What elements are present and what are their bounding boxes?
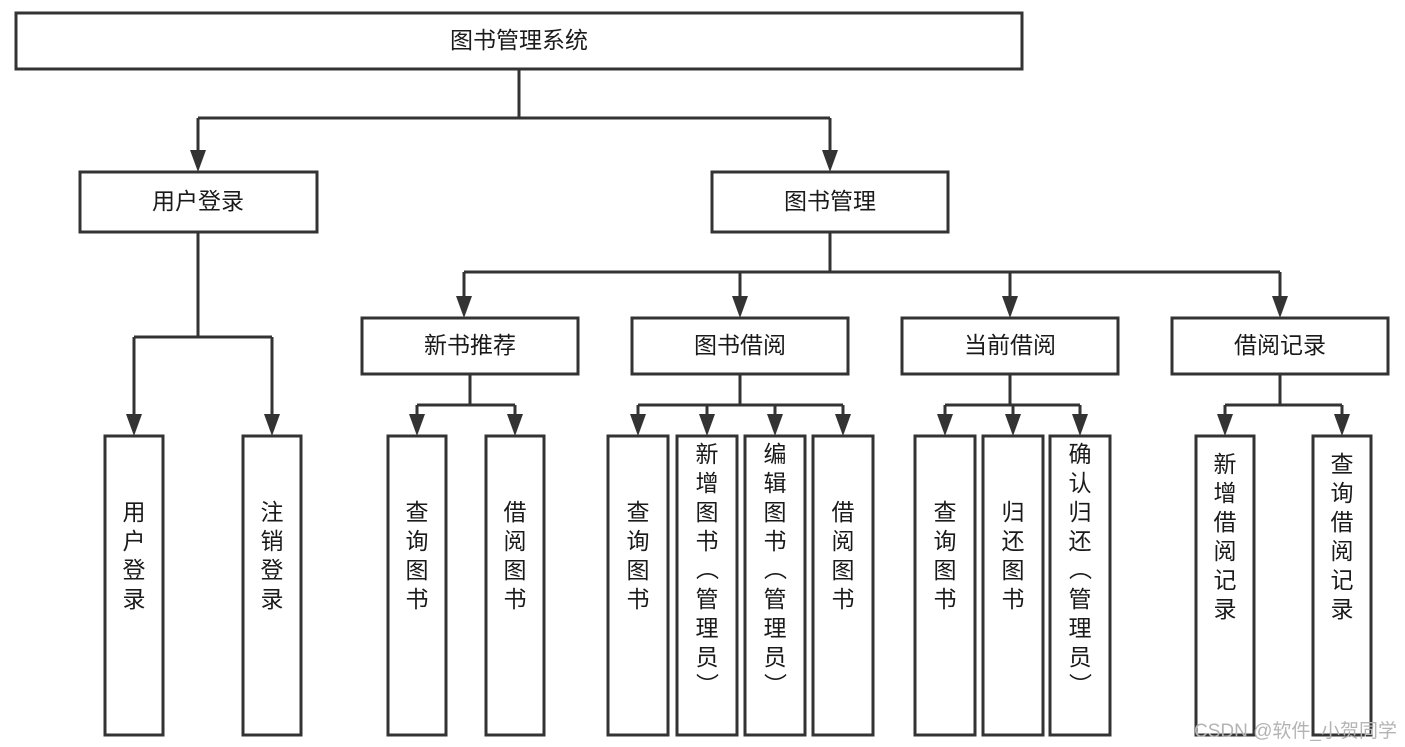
- node-leaf-search-borrow-record-box[interactable]: [1311, 434, 1373, 737]
- arrow-head-leaf-search-book-1: [409, 414, 425, 436]
- node-current-borrow[interactable]: 当前借阅: [900, 316, 1120, 376]
- node-user-login[interactable]: 用户登录: [78, 170, 319, 234]
- node-leaf-search-book-current[interactable]: 查询图书: [913, 434, 977, 737]
- node-leaf-search-book-borrow-box[interactable]: [606, 434, 670, 737]
- node-leaf-borrow-book-new[interactable]: 借阅图书: [484, 434, 546, 737]
- arrow-head-leaf-search-book-3: [937, 414, 953, 436]
- node-current-borrow-box[interactable]: [900, 316, 1120, 376]
- node-leaf-add-book-label: 新增图书（管理员）: [696, 441, 720, 699]
- node-new-book-recommend[interactable]: 新书推荐: [360, 316, 580, 376]
- node-leaf-borrow-book[interactable]: 借阅图书: [811, 434, 875, 737]
- arrow-head-current: [1002, 296, 1018, 318]
- node-book-borrow-label: 图书借阅: [694, 332, 786, 358]
- node-leaf-search-book-borrow-label: 查询图书: [627, 499, 650, 612]
- arrow-head-record: [1272, 296, 1288, 318]
- node-borrow-record[interactable]: 借阅记录: [1170, 316, 1390, 376]
- node-leaf-add-borrow-record-box[interactable]: [1194, 434, 1256, 737]
- node-borrow-record-box[interactable]: [1170, 316, 1390, 376]
- node-leaf-user-login-label: 用户登录: [123, 499, 146, 612]
- arrow-head-leaf-add-record: [1217, 414, 1233, 436]
- node-root[interactable]: 图书管理系统: [14, 11, 1024, 71]
- node-leaf-logout[interactable]: 注销登录: [241, 434, 303, 737]
- node-leaf-return-book[interactable]: 归还图书: [981, 434, 1045, 737]
- arrow-head-leaf-user-login: [126, 414, 142, 436]
- node-book-management-label: 图书管理: [784, 188, 876, 214]
- node-leaf-search-book-new-label: 查询图书: [406, 499, 429, 612]
- node-book-borrow[interactable]: 图书借阅: [630, 316, 850, 376]
- node-leaf-search-book-new-box[interactable]: [386, 434, 448, 737]
- node-leaf-user-login[interactable]: 用户登录: [103, 434, 165, 737]
- node-leaf-add-book[interactable]: 新增图书（管理员）: [675, 434, 739, 737]
- node-leaf-search-book-new[interactable]: 查询图书: [386, 434, 448, 737]
- node-user-login-box[interactable]: [78, 170, 319, 234]
- node-leaf-logout-box[interactable]: [241, 434, 303, 737]
- arrow-head-leaf-search-record: [1334, 414, 1350, 436]
- node-leaf-search-book-current-label: 查询图书: [934, 499, 957, 612]
- node-new-book-recommend-box[interactable]: [360, 316, 580, 376]
- node-layer: 图书管理系统 用户登录 图书管理 新书推荐 图书借阅 当前: [14, 11, 1390, 737]
- arrow-head-borrow: [732, 296, 748, 318]
- node-leaf-borrow-book-new-label: 借阅图书: [504, 499, 527, 612]
- node-leaf-add-borrow-record-label: 新增借阅记录: [1214, 451, 1237, 622]
- node-book-management-box[interactable]: [710, 170, 950, 234]
- arrow-head-leaf-confirm-return: [1072, 414, 1088, 436]
- node-book-borrow-box[interactable]: [630, 316, 850, 376]
- arrow-head-leaf-logout: [264, 414, 280, 436]
- node-leaf-search-borrow-record[interactable]: 查询借阅记录: [1311, 434, 1373, 737]
- node-leaf-borrow-book-new-box[interactable]: [484, 434, 546, 737]
- node-user-login-label: 用户登录: [152, 188, 244, 214]
- node-leaf-search-book-current-box[interactable]: [913, 434, 977, 737]
- node-leaf-confirm-return-label: 确认归还（管理员）: [1069, 441, 1093, 699]
- node-leaf-confirm-return-box[interactable]: [1048, 434, 1112, 737]
- arrow-head-book-mgmt: [822, 150, 838, 172]
- node-root-box[interactable]: [14, 11, 1024, 71]
- node-new-book-recommend-label: 新书推荐: [424, 332, 516, 358]
- node-borrow-record-label: 借阅记录: [1234, 332, 1326, 358]
- csdn-watermark: CSDN @软件_小贺同学: [1194, 721, 1397, 742]
- node-leaf-search-borrow-record-label: 查询借阅记录: [1331, 451, 1354, 622]
- node-leaf-add-book-box[interactable]: [675, 434, 739, 737]
- arrow-head-leaf-search-book-2: [630, 414, 646, 436]
- node-leaf-edit-book-box[interactable]: [743, 434, 807, 737]
- node-root-label: 图书管理系统: [450, 27, 588, 53]
- arrow-head-newbook: [456, 296, 472, 318]
- node-book-management[interactable]: 图书管理: [710, 170, 950, 234]
- node-current-borrow-label: 当前借阅: [964, 332, 1056, 358]
- node-leaf-search-book-borrow[interactable]: 查询图书: [606, 434, 670, 737]
- node-leaf-edit-book-label: 编辑图书（管理员）: [764, 441, 788, 699]
- arrow-head-user-login: [190, 150, 206, 172]
- node-leaf-return-book-box[interactable]: [981, 434, 1045, 737]
- connector-layer: [126, 69, 1350, 436]
- arrow-head-leaf-borrow-book-1: [507, 414, 523, 436]
- arrow-head-leaf-edit-book: [767, 414, 783, 436]
- node-leaf-user-login-box[interactable]: [103, 434, 165, 737]
- node-leaf-borrow-book-label: 借阅图书: [832, 499, 855, 612]
- node-leaf-logout-label: 注销登录: [261, 499, 284, 612]
- node-leaf-add-borrow-record[interactable]: 新增借阅记录: [1194, 434, 1256, 737]
- arrow-head-leaf-borrow-book-2: [835, 414, 851, 436]
- node-leaf-borrow-book-box[interactable]: [811, 434, 875, 737]
- node-leaf-confirm-return[interactable]: 确认归还（管理员）: [1048, 434, 1112, 737]
- arrow-head-leaf-add-book: [699, 414, 715, 436]
- node-leaf-return-book-label: 归还图书: [1002, 499, 1025, 612]
- arrow-head-leaf-return-book: [1005, 414, 1021, 436]
- node-leaf-edit-book[interactable]: 编辑图书（管理员）: [743, 434, 807, 737]
